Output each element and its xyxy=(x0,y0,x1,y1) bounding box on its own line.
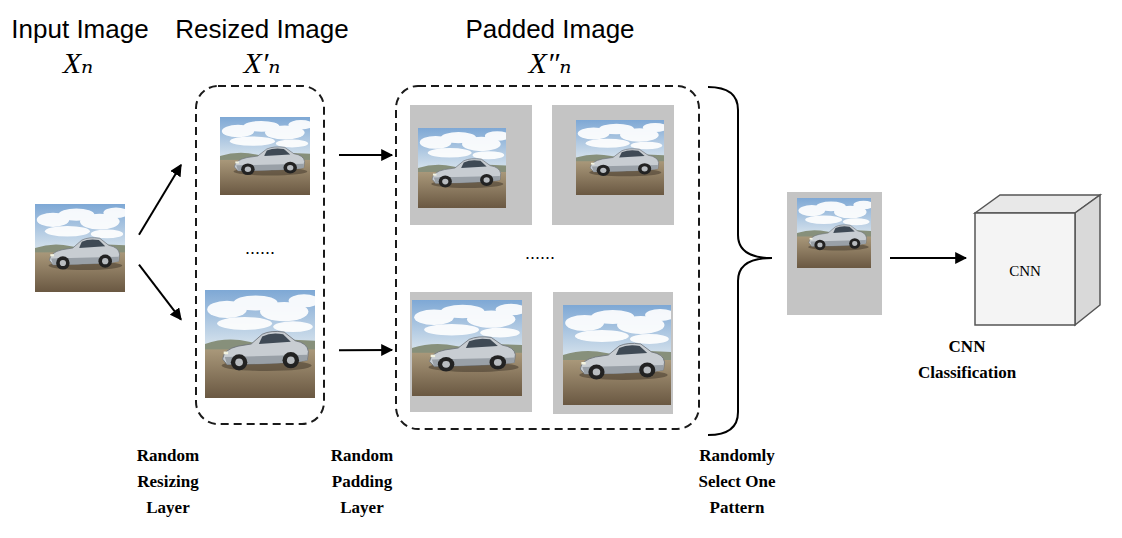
flow-arrow xyxy=(139,165,181,235)
cube-label: CNN xyxy=(1009,262,1041,280)
resized-photo xyxy=(205,290,319,398)
padding-area xyxy=(410,292,532,412)
dashed-outline xyxy=(196,86,324,424)
input-image-frame: Input ImageXₙ xyxy=(35,204,125,292)
padded-photo xyxy=(576,120,668,195)
cube-outline xyxy=(975,195,1100,325)
layer-caption: Random Padding Layer xyxy=(316,443,408,521)
input-photo xyxy=(35,204,129,292)
padded-photo xyxy=(563,305,675,405)
cube-front xyxy=(975,213,1075,325)
step-caption: CNN Classification xyxy=(909,334,1025,386)
dashed-outline xyxy=(396,86,699,429)
selection-brace xyxy=(708,87,772,435)
resized-photo xyxy=(220,117,314,195)
layer-caption: Random Resizing Layer xyxy=(122,443,214,521)
math-symbol: Xₙ xyxy=(63,46,93,80)
padded-photo xyxy=(412,300,526,396)
padding-area xyxy=(552,105,674,225)
padding-area xyxy=(787,192,882,315)
flow-arrow xyxy=(139,265,181,320)
math-symbol: X″ₙ xyxy=(529,46,572,80)
step-caption: Randomly Select One Pattern xyxy=(685,443,789,521)
cube-side xyxy=(1075,195,1100,325)
cnn-cube: CNN xyxy=(975,195,1100,325)
selected-photo xyxy=(797,198,874,268)
padding-area xyxy=(410,105,532,225)
padded-photo xyxy=(418,128,510,208)
ellipsis-mark: ...... xyxy=(505,243,575,263)
flow-arrow xyxy=(890,257,966,259)
group-heading: Padded Image xyxy=(465,14,634,44)
flow-arrow xyxy=(339,154,392,156)
math-symbol: X′ₙ xyxy=(243,46,280,80)
image-heading: Input Image xyxy=(11,14,148,44)
flow-arrow xyxy=(339,349,392,351)
ellipsis-mark: ...... xyxy=(225,238,295,258)
group-heading: Resized Image xyxy=(175,14,348,44)
